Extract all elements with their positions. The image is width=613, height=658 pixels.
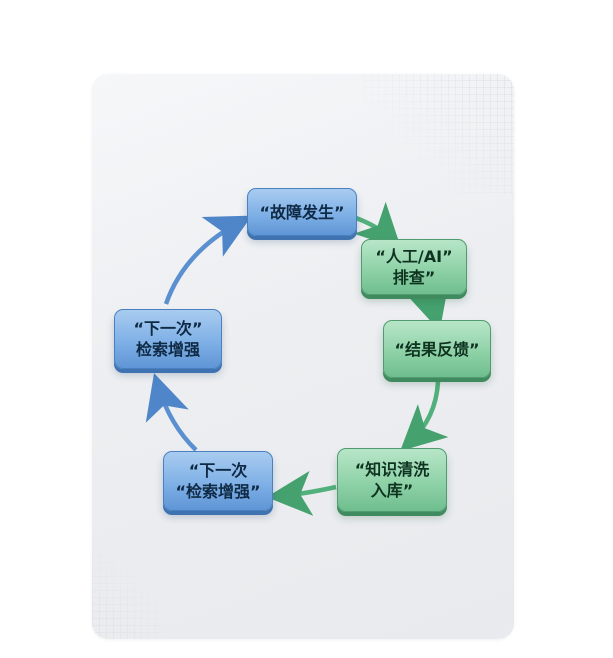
node-knowledge-ingestion: “知识清洗 入库” (337, 448, 447, 512)
node-next-retrieval-bottom: “下一次 “检索增强” (163, 451, 273, 511)
arrow-fault-to-investigate (353, 201, 402, 250)
arrow-left-to-fault (163, 215, 252, 305)
node-manual-ai-investigation: “人工/AI” 排查” (361, 239, 467, 295)
node-next-retrieval-left: “下一次” 检索增强 (114, 309, 222, 369)
pixel-grid-decoration-bottom (92, 549, 162, 639)
arrow-retrieval-to-left (145, 373, 198, 452)
node-fault-occurs: “故障发生” (247, 188, 357, 236)
node-result-feedback: “结果反馈” (383, 320, 491, 378)
pixel-grid-decoration (364, 74, 514, 194)
arrow-investigate-to-feedback (405, 281, 449, 331)
arrow-knowledge-to-retrieval (266, 470, 337, 516)
arrow-feedback-to-knowledge (400, 381, 449, 452)
